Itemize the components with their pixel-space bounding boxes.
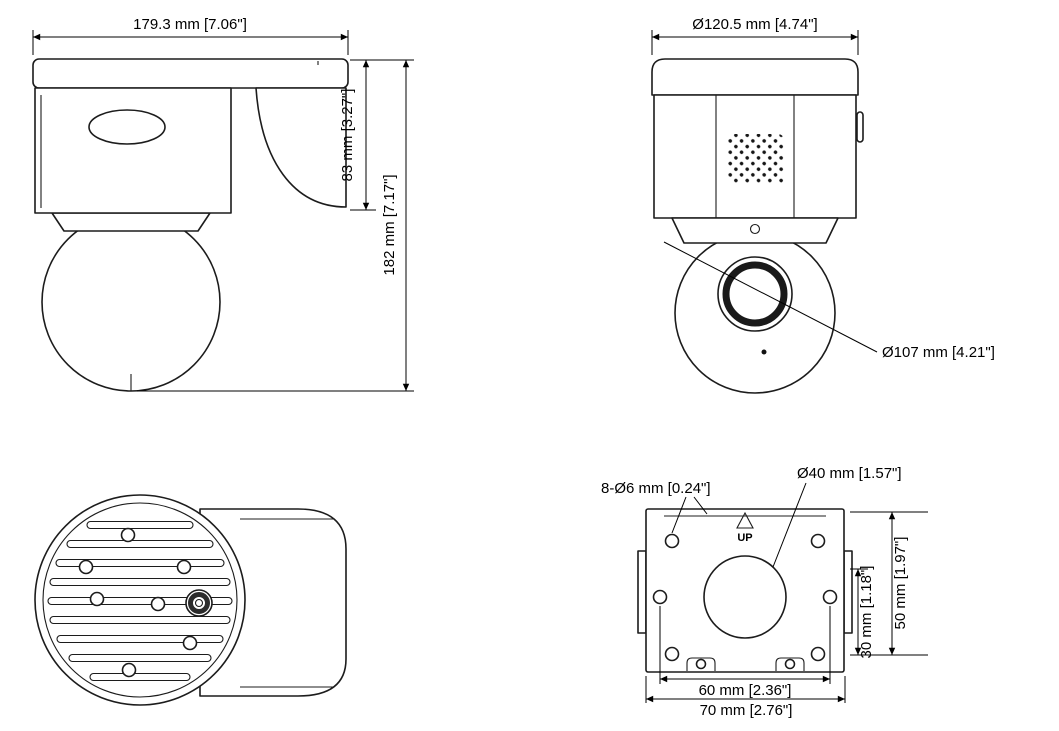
up-label: UP xyxy=(737,532,752,544)
base-disk-inner xyxy=(42,502,238,698)
side-total-height-dim-label: 182 mm [7.17"] xyxy=(381,174,398,275)
speaker-grille xyxy=(727,134,784,184)
panel-seams xyxy=(715,95,795,218)
side-arm-height-dim-label: 83 mm [3.27"] xyxy=(339,89,356,182)
dim-total-height: 182 mm [7.17"] xyxy=(137,60,414,392)
mount-holes-dim-label: 8-Ø6 mm [0.24"] xyxy=(601,480,711,497)
screw-hole xyxy=(120,527,136,543)
mounting-arm xyxy=(255,87,347,208)
dim-top-diameter: Ø120.5 mm [4.74"] xyxy=(651,16,859,55)
center-hole-dim-label: Ø40 mm [1.57"] xyxy=(797,465,902,482)
mount-hole xyxy=(784,658,796,670)
camera-dome xyxy=(41,212,221,392)
screw-hole xyxy=(121,662,137,678)
mount-hole xyxy=(810,646,826,662)
bottom-view xyxy=(34,494,347,706)
side-view: 179.3 mm [7.06"] 83 mm [3.27"] 182 mm [7… xyxy=(32,16,414,392)
vent-slat xyxy=(56,634,224,644)
front-top-cap xyxy=(651,58,859,96)
vent-slat xyxy=(86,520,194,530)
front-collar xyxy=(671,217,839,244)
dim-width: 179.3 mm [7.06"] xyxy=(32,16,349,55)
dim-vertical-50: 50 mm [1.97"] xyxy=(888,512,909,655)
bottom-tab xyxy=(775,657,805,671)
cable-gland xyxy=(185,589,213,617)
mounting-plate-view: UP 8-Ø6 mm [0.24"] Ø40 mm [1.57"] xyxy=(601,465,928,719)
mount-hole xyxy=(652,589,668,605)
camera-body xyxy=(34,87,232,214)
mount-hole xyxy=(822,589,838,605)
dim-horizontal-70: 70 mm [2.76"] xyxy=(645,676,846,719)
mount-hole xyxy=(695,658,707,670)
plate-mount-holes xyxy=(652,533,838,670)
mount-hole xyxy=(664,533,680,549)
screw-hole xyxy=(78,559,94,575)
vent-slats xyxy=(47,520,233,682)
vent-slat xyxy=(68,653,212,663)
vent-slat xyxy=(55,558,225,568)
plate-60mm-dim-label: 60 mm [2.36"] xyxy=(699,682,792,699)
cable-gland-ring xyxy=(188,592,210,614)
screw-hole xyxy=(89,591,105,607)
pivot-dot xyxy=(749,223,761,235)
vent-slat xyxy=(89,672,191,682)
screw-hole xyxy=(176,559,192,575)
dim-mount-holes: 8-Ø6 mm [0.24"] xyxy=(601,480,711,534)
plate-50mm-dim-label: 50 mm [1.97"] xyxy=(892,537,909,630)
plate-30mm-dim-label: 30 mm [1.18"] xyxy=(858,566,875,659)
plate-70mm-dim-label: 70 mm [2.76"] xyxy=(700,702,793,719)
bottom-tab xyxy=(686,657,716,671)
dim-horizontal-60: 60 mm [2.36"] xyxy=(659,606,831,699)
dim-vertical-30: 30 mm [1.18"] xyxy=(850,511,928,659)
dim-dome-diameter: Ø107 mm [4.21"] xyxy=(663,241,995,361)
screw-hole xyxy=(182,635,198,651)
dome-diameter-dim-label: Ø107 mm [4.21"] xyxy=(882,344,995,361)
side-width-dim-label: 179.3 mm [7.06"] xyxy=(133,16,247,33)
vent-slat xyxy=(66,539,214,549)
bracket-arm-bottom xyxy=(199,508,347,697)
base-screw-holes xyxy=(78,527,198,678)
cable-gland-inner xyxy=(194,598,204,608)
dim-arm-height: 83 mm [3.27"] xyxy=(339,59,414,211)
center-hole xyxy=(703,555,787,639)
dome-dot xyxy=(761,349,767,355)
mount-hole xyxy=(664,646,680,662)
arm-edge-lines xyxy=(240,518,334,688)
side-tab xyxy=(856,111,864,143)
up-arrow-icon xyxy=(736,511,754,529)
mount-hole xyxy=(810,533,826,549)
camera-top-cap xyxy=(32,58,349,89)
vent-slat xyxy=(49,577,231,587)
dome-collar xyxy=(51,212,211,232)
right-rail xyxy=(843,550,853,634)
left-rail xyxy=(637,550,647,634)
vent-slat xyxy=(47,596,233,606)
front-view: Ø120.5 mm [4.74"] Ø107 mm [4.21"] xyxy=(651,16,995,394)
dim-center-hole: Ø40 mm [1.57"] xyxy=(772,465,902,568)
vent-slat xyxy=(49,615,231,625)
pir-window xyxy=(88,109,166,145)
front-diameter-dim-label: Ø120.5 mm [4.74"] xyxy=(692,16,817,33)
lens-ring xyxy=(722,261,788,327)
screw-hole xyxy=(150,596,166,612)
